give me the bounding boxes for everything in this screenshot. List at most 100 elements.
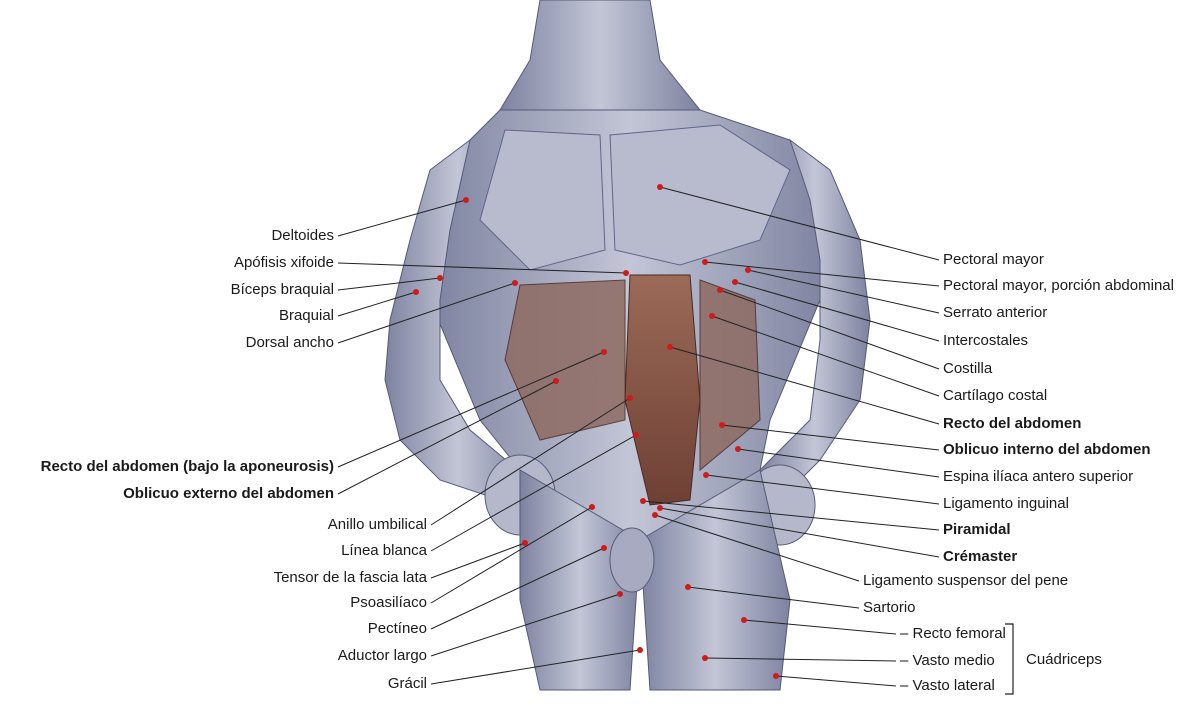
label-anillo: Anillo umbilical xyxy=(327,516,427,533)
label-linea: Línea blanca xyxy=(341,542,427,559)
label-costilla: Costilla xyxy=(943,360,993,377)
label-espina: Espina ilíaca antero superior xyxy=(943,468,1134,485)
leader-cartilago xyxy=(711,315,940,397)
pectoral-left-shape xyxy=(479,129,606,271)
dot-biceps xyxy=(437,275,443,281)
leader-intercostales xyxy=(734,281,940,342)
leader-oblicuo-ext xyxy=(337,380,557,495)
label-pectoral: Pectoral mayor xyxy=(943,251,1044,268)
oblique-left-shape xyxy=(504,279,626,441)
leader-gracil xyxy=(430,649,641,685)
leader-linea xyxy=(430,434,637,552)
bracket-line xyxy=(1005,623,1014,695)
leader-pectoral-abd xyxy=(704,261,940,287)
label-tensor: Tensor de la fascia lata xyxy=(273,569,427,586)
groin-shape xyxy=(609,527,655,593)
label-cuadriceps: Cuádriceps xyxy=(1026,651,1102,668)
leader-pectineo xyxy=(430,547,605,630)
label-deltoides: Deltoides xyxy=(271,227,334,244)
label-recto-bajo: Recto del abdomen (bajo la aponeurosis) xyxy=(40,458,334,475)
label-vasto-medio: – Vasto medio xyxy=(900,652,995,669)
leader-aductor xyxy=(430,593,621,657)
dot-apofisis xyxy=(623,270,629,276)
dot-vasto-lateral xyxy=(773,673,779,679)
leader-dots xyxy=(413,184,779,679)
dot-braquial xyxy=(413,289,419,295)
dot-anillo xyxy=(627,395,633,401)
label-sartorio: Sartorio xyxy=(863,599,916,616)
label-pectoral-abd: Pectoral mayor, porción abdominal xyxy=(943,277,1174,294)
dot-recto xyxy=(667,344,673,350)
label-oblicuo-int: Oblicuo interno del abdomen xyxy=(943,441,1151,458)
label-recto: Recto del abdomen xyxy=(943,415,1082,432)
leader-vasto-medio xyxy=(704,657,897,662)
dot-tensor xyxy=(522,540,528,546)
dot-ligamento-pene xyxy=(652,512,658,518)
dot-oblicuo-int xyxy=(719,422,725,428)
dot-gracil xyxy=(637,647,643,653)
leader-lines xyxy=(337,186,940,687)
leader-vasto-lateral xyxy=(775,675,897,687)
dot-intercostales xyxy=(732,279,738,285)
label-cremaster: Crémaster xyxy=(943,548,1018,565)
dot-pectoral-abd xyxy=(702,259,708,265)
leader-psoas xyxy=(430,506,593,604)
dot-serrato xyxy=(745,267,751,273)
label-aductor: Aductor largo xyxy=(337,647,427,664)
dot-recto-femoral xyxy=(741,617,747,623)
dot-psoas xyxy=(589,504,595,510)
dot-cartilago xyxy=(709,313,715,319)
leader-anillo xyxy=(430,397,631,526)
dot-pectoral xyxy=(657,184,663,190)
leader-pectoral xyxy=(659,186,940,261)
left-arm-shape xyxy=(384,138,531,501)
leader-cremaster xyxy=(659,507,940,558)
leader-apofisis xyxy=(337,262,627,274)
label-ligamento-pene: Ligamento suspensor del pene xyxy=(863,572,1069,589)
dot-ligamento-ing xyxy=(703,472,709,478)
label-dorsal: Dorsal ancho xyxy=(245,334,334,351)
label-serrato: Serrato anterior xyxy=(943,304,1048,321)
label-psoas: Psoasilíaco xyxy=(350,594,427,611)
leader-biceps xyxy=(337,277,441,291)
pectoral-right-shape xyxy=(609,124,791,266)
dot-cremaster xyxy=(657,505,663,511)
dot-pectineo xyxy=(601,545,607,551)
cuadriceps-bracket xyxy=(1005,623,1014,695)
label-ligamento-ing: Ligamento inguinal xyxy=(943,495,1069,512)
label-oblicuo-ext: Oblicuo externo del abdomen xyxy=(123,485,334,502)
dot-dorsal xyxy=(512,280,518,286)
leader-serrato xyxy=(747,269,940,314)
leader-dorsal xyxy=(337,282,516,344)
dot-deltoides xyxy=(463,197,469,203)
dot-sartorio xyxy=(685,584,691,590)
dot-linea xyxy=(633,432,639,438)
dot-espina xyxy=(735,446,741,452)
dot-aductor xyxy=(617,591,623,597)
right-leg-shape xyxy=(639,469,791,691)
dot-oblicuo-ext xyxy=(553,378,559,384)
neck-shape xyxy=(499,0,702,111)
leader-recto-bajo xyxy=(337,351,605,468)
leader-ligamento-ing xyxy=(705,474,940,505)
dot-piramidal xyxy=(640,498,646,504)
label-pectineo: Pectíneo xyxy=(367,620,427,637)
leader-costilla xyxy=(719,289,940,370)
label-biceps: Bíceps braquial xyxy=(230,281,334,298)
leader-sartorio xyxy=(687,586,860,609)
leader-ligamento-pene xyxy=(654,514,860,582)
leader-braquial xyxy=(337,291,417,317)
left-leg-shape xyxy=(519,469,641,691)
label-apofisis: Apófisis xifoide xyxy=(233,254,334,271)
label-cartilago: Cartílago costal xyxy=(943,387,1048,404)
leader-recto-femoral xyxy=(743,619,897,635)
leader-deltoides xyxy=(337,199,467,237)
dot-recto-bajo xyxy=(601,349,607,355)
label-braquial: Braquial xyxy=(278,307,334,324)
leader-tensor xyxy=(430,542,526,579)
leader-piramidal xyxy=(642,500,940,531)
leader-espina xyxy=(737,448,940,478)
leader-recto xyxy=(669,346,940,425)
